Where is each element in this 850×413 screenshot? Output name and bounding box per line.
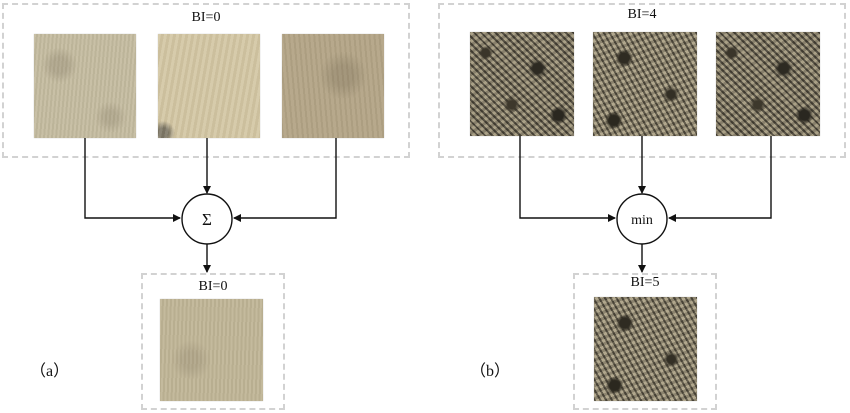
panel-a-sum-node xyxy=(181,193,233,245)
panel-a-wire-right xyxy=(233,138,337,222)
panel-b-caption: （b） xyxy=(470,363,511,380)
panel-a-output-label: BI=0 xyxy=(198,279,228,294)
panel-a-input-group xyxy=(2,3,410,158)
panel-a-caption: （a） xyxy=(30,363,70,380)
panel-a-input-texture-1 xyxy=(34,34,136,138)
panel-a-top-label: BI=0 xyxy=(191,10,221,25)
panel-a-output-texture xyxy=(160,299,263,401)
panel-b-output-label: BI=5 xyxy=(630,275,660,290)
panel-a-output-group xyxy=(141,273,285,410)
panel-b-input-texture-3 xyxy=(716,32,820,136)
panel-a-operator-label: Σ xyxy=(202,210,212,229)
panel-b-wire-left xyxy=(519,136,616,222)
panel-b-input-texture-2 xyxy=(593,32,697,136)
panel-a-input-texture-3 xyxy=(282,34,384,138)
panel-b-min-node xyxy=(616,193,668,245)
panel-b-top-label: BI=4 xyxy=(627,7,657,22)
panel-b-wire-right xyxy=(668,136,772,222)
panel-b-operator-label: min xyxy=(631,213,653,228)
panel-b-output-texture xyxy=(594,297,697,401)
panel-a-wire-left xyxy=(84,138,181,222)
panel-b-input-texture-1 xyxy=(470,32,574,136)
panel-a-input-texture-2 xyxy=(158,34,260,138)
panel-b-output-group xyxy=(573,273,717,410)
